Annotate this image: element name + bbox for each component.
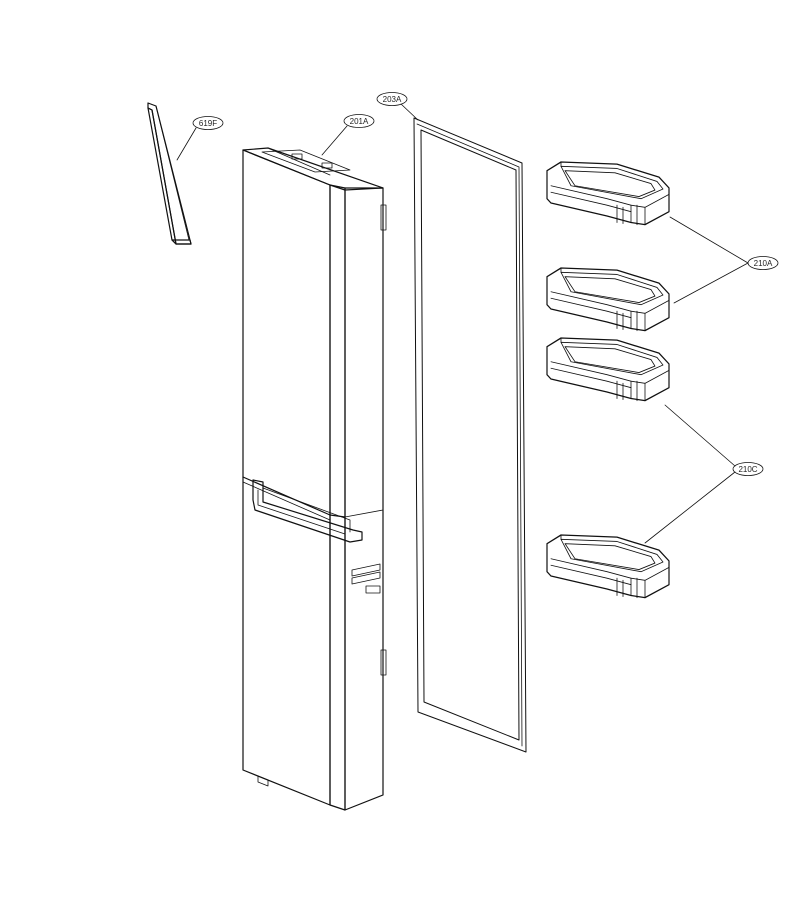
door-bin-2[interactable] (546, 267, 670, 332)
leader-lines (176, 103, 749, 544)
lower-door-bins-part-210C[interactable] (546, 337, 670, 599)
callout-label-201A: 201A (350, 117, 369, 126)
door-bin-1[interactable] (546, 161, 670, 226)
upper-door-bins-part-210A[interactable] (546, 161, 670, 332)
door-bin-3[interactable] (546, 337, 670, 402)
callout-label-210A: 210A (754, 259, 773, 268)
door-bin-4[interactable] (546, 534, 670, 599)
callout-619F: 619F (192, 116, 224, 130)
callout-label-210C: 210C (738, 465, 757, 474)
callout-201A: 201A (343, 114, 375, 128)
callout-210C: 210C (732, 462, 764, 476)
callout-210A: 210A (747, 256, 779, 270)
trim-strip-part-619F[interactable] (147, 102, 192, 245)
callout-label-203A: 203A (383, 95, 402, 104)
door-gasket-part-203A[interactable] (413, 117, 527, 753)
door-assembly-part-201A[interactable] (242, 147, 387, 811)
callout-203A: 203A (376, 92, 408, 106)
callout-label-619F: 619F (199, 119, 217, 128)
